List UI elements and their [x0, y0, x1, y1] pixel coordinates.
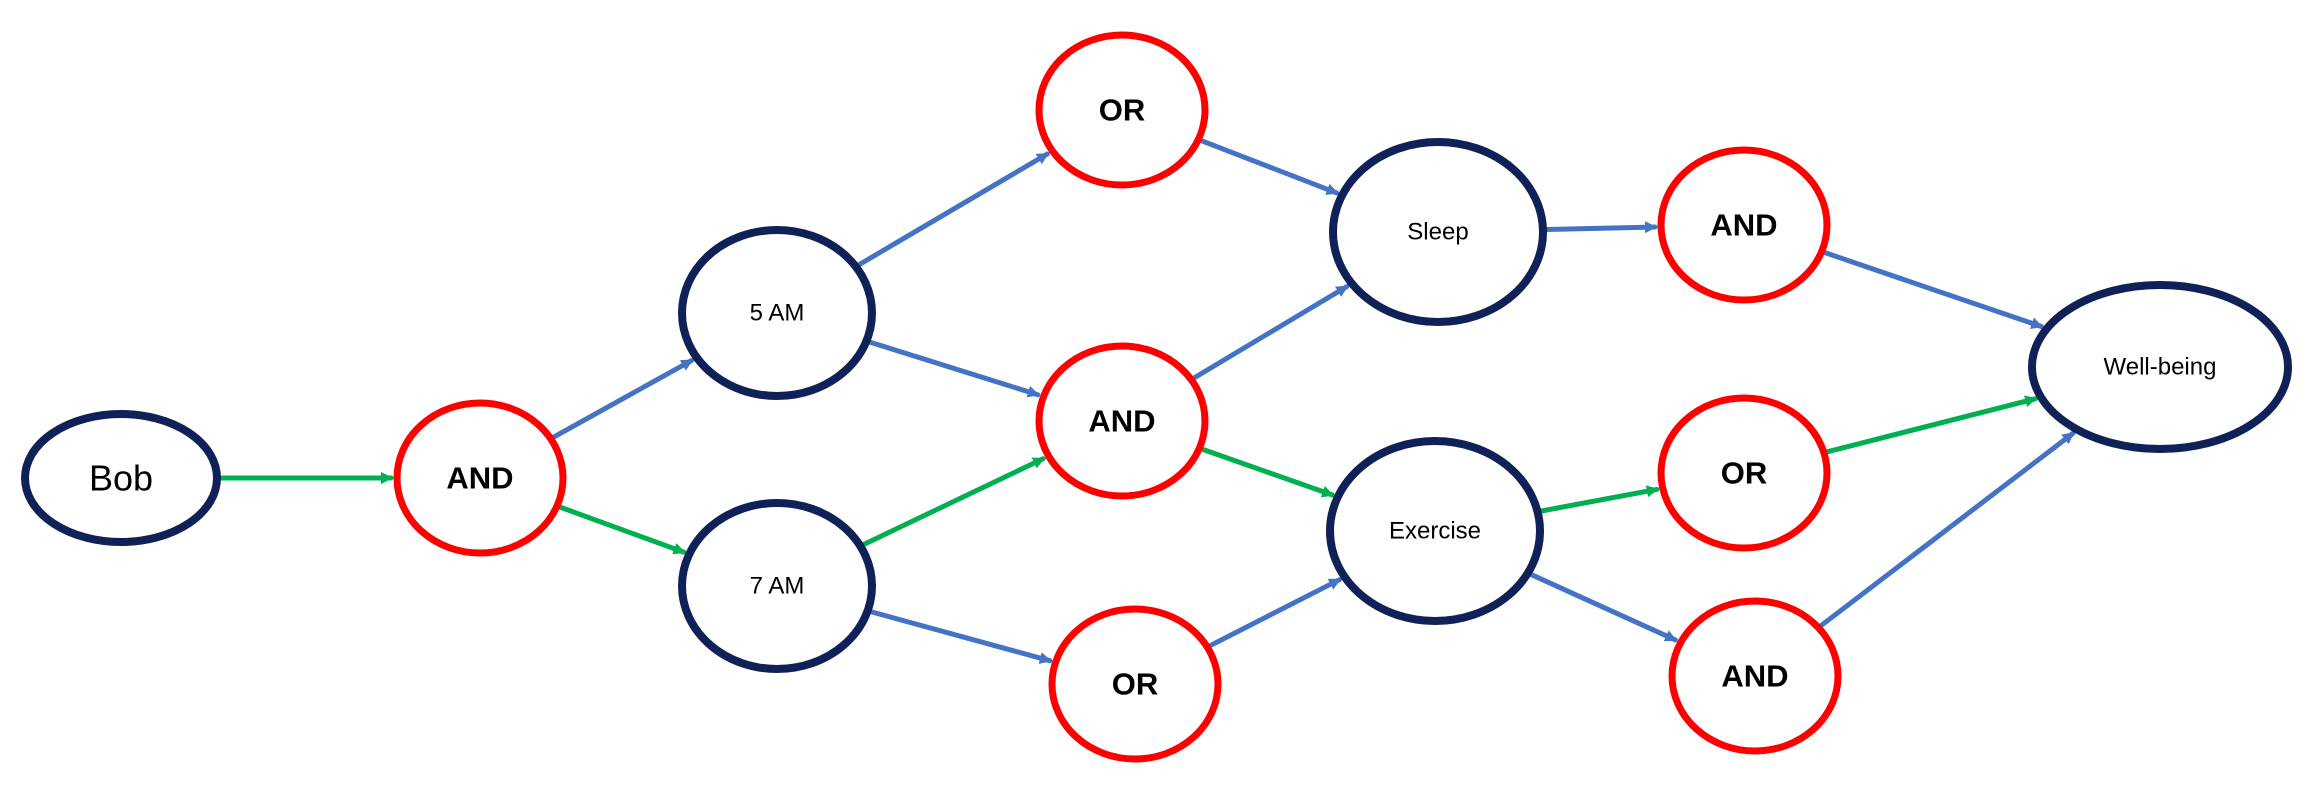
state-node-exercise: Exercise — [1326, 437, 1544, 625]
edge-exercise-to-or-ex — [1539, 485, 1660, 514]
am7-label: 7 AM — [750, 573, 805, 600]
edge-and-mid-to-exercise — [1200, 447, 1335, 498]
edges-layer — [218, 138, 2076, 664]
state-node-wellbeing: Well-being — [2028, 281, 2292, 453]
edge-or-bot-to-exercise — [1208, 577, 1342, 648]
state-node-am7: 7 AM — [678, 499, 876, 673]
or-bot-ellipse — [1048, 605, 1222, 763]
and-ex-label: AND — [1721, 659, 1788, 694]
or-ex-ellipse — [1657, 394, 1831, 552]
edge-exercise-to-and-ex — [1529, 572, 1678, 643]
and-ex-ellipse — [1668, 597, 1842, 755]
or-top-ellipse — [1035, 31, 1209, 189]
state-node-am5: 5 AM — [678, 226, 876, 400]
and-sleep-label: AND — [1710, 208, 1777, 243]
gate-node-and-sleep: AND — [1657, 146, 1831, 304]
edge-am7-to-and-mid — [861, 456, 1046, 547]
wellbeing-label: Well-being — [2104, 354, 2217, 381]
wellbeing-ellipse — [2028, 281, 2292, 453]
and1-label: AND — [446, 461, 513, 496]
gate-node-and-ex: AND — [1668, 597, 1842, 755]
and-sleep-ellipse — [1657, 146, 1831, 304]
bob-ellipse — [21, 410, 221, 546]
edge-am7-to-or-bot — [869, 609, 1053, 664]
edge-and-sleep-to-wellbeing — [1822, 250, 2044, 329]
and-mid-ellipse — [1035, 342, 1209, 500]
edge-and1-to-am7 — [558, 504, 687, 555]
gate-node-and-mid: AND — [1035, 342, 1209, 500]
edge-and-mid-to-sleep — [1192, 284, 1350, 381]
edge-am5-to-and-mid — [867, 339, 1041, 398]
state-node-bob: Bob — [21, 410, 221, 546]
edge-and1-to-am5 — [551, 358, 695, 440]
and1-ellipse — [393, 399, 567, 557]
gate-node-or-ex: OR — [1657, 394, 1831, 552]
am5-ellipse — [678, 226, 876, 400]
edge-sleep-to-and-sleep — [1544, 221, 1658, 234]
edge-and-ex-to-wellbeing — [1819, 430, 2076, 628]
gate-node-and1: AND — [393, 399, 567, 557]
edge-am5-to-or-top — [856, 151, 1050, 268]
or-ex-label: OR — [1721, 456, 1768, 491]
or-bot-label: OR — [1112, 667, 1159, 702]
edge-or-top-to-sleep — [1199, 138, 1340, 196]
am7-ellipse — [678, 499, 876, 673]
exercise-ellipse — [1326, 437, 1544, 625]
sleep-ellipse — [1329, 138, 1547, 326]
bob-label: Bob — [89, 458, 153, 499]
exercise-label: Exercise — [1389, 518, 1481, 545]
sleep-label: Sleep — [1407, 219, 1468, 246]
edge-or-ex-to-wellbeing — [1825, 395, 2038, 455]
am5-label: 5 AM — [750, 300, 805, 327]
and-mid-label: AND — [1088, 404, 1155, 439]
or-top-label: OR — [1099, 93, 1146, 128]
state-node-sleep: Sleep — [1329, 138, 1547, 326]
gate-node-or-top: OR — [1035, 31, 1209, 189]
gate-node-or-bot: OR — [1048, 605, 1222, 763]
